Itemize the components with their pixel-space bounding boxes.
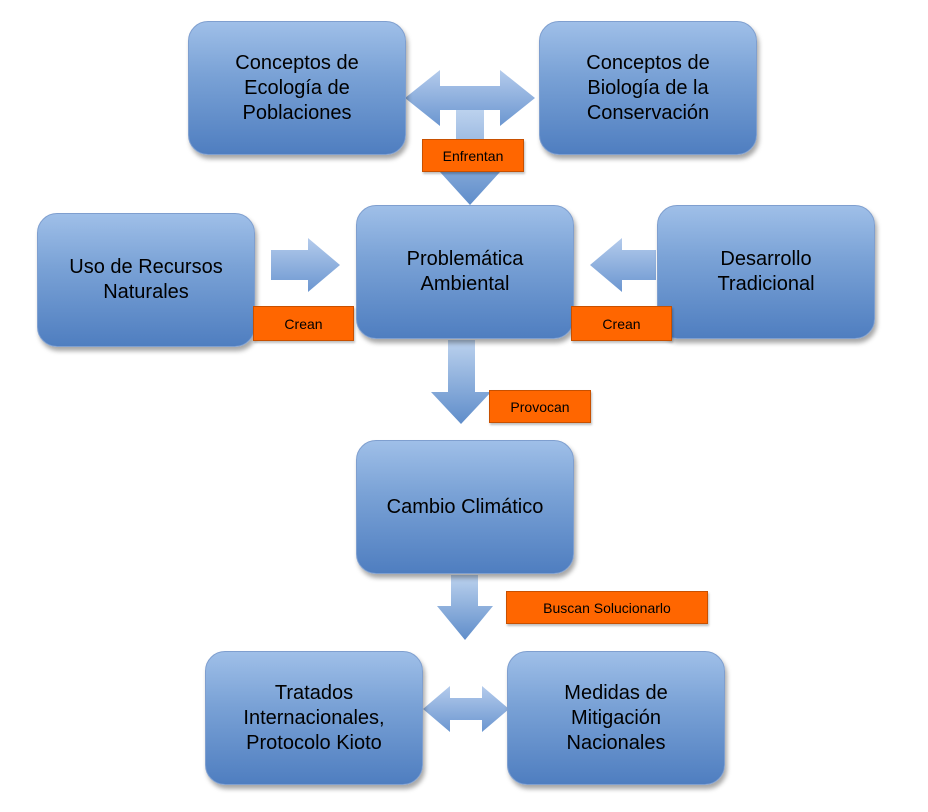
double-arrow-top-icon (405, 70, 535, 126)
label-crean-left: Crean (253, 306, 354, 341)
double-arrow-bottom-icon (423, 686, 509, 732)
node-tratados-internacionales: Tratados Internacionales, Protocolo Kiot… (205, 651, 423, 785)
arrow-desarrollo-left-icon (590, 238, 656, 292)
label-enfrentan: Enfrentan (422, 139, 524, 172)
label-crean-right: Crean (571, 306, 672, 341)
node-biologia-conservacion: Conceptos de Biología de la Conservación (539, 21, 757, 155)
label-buscan-solucionarlo: Buscan Solucionarlo (506, 591, 708, 624)
node-desarrollo-tradicional: Desarrollo Tradicional (657, 205, 875, 339)
node-medidas-mitigacion: Medidas de Mitigación Nacionales (507, 651, 725, 785)
label-provocan: Provocan (489, 390, 591, 423)
arrow-uso-right-icon (271, 238, 340, 292)
node-uso-recursos: Uso de Recursos Naturales (37, 213, 255, 347)
arrow-buscan-down-icon (437, 575, 493, 640)
node-problematica-ambiental: Problemática Ambiental (356, 205, 574, 339)
arrow-provocan-down-icon (431, 340, 491, 424)
node-ecologia-poblaciones: Conceptos de Ecología de Poblaciones (188, 21, 406, 155)
node-cambio-climatico: Cambio Climático (356, 440, 574, 574)
